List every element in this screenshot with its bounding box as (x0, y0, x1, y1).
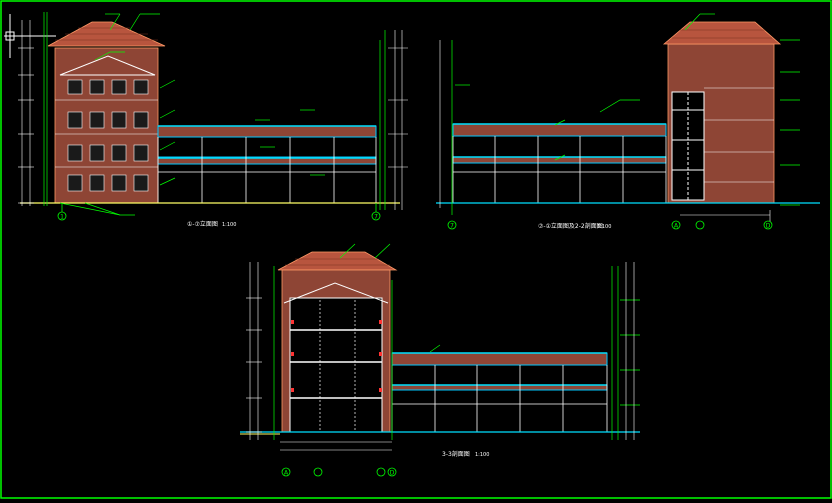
side-elevation-grid-7: 7 (450, 223, 454, 230)
side-elevation-grid-d: D (766, 223, 771, 230)
front-elevation: 1 7 ①-⑦立面图 1:100 (18, 12, 408, 228)
front-elevation-scale: 1:100 (222, 222, 236, 228)
front-elevation-caption: ①-⑦立面图 (187, 220, 218, 228)
section-grid-a: A (284, 470, 289, 477)
section-grid-d: D (390, 470, 395, 477)
section-scale: 1:100 (475, 452, 489, 458)
front-elevation-grid-7: 7 (374, 214, 378, 221)
side-elevation-grid-a: A (674, 223, 679, 230)
section-caption: 3-3剖面图 (442, 450, 470, 458)
side-elevation: 7 A D ⑦-①立面图及2-2剖面图 1:100 (436, 13, 820, 230)
side-elevation-caption: ⑦-①立面图及2-2剖面图 (538, 222, 603, 230)
front-elevation-grid-1: 1 (60, 214, 64, 221)
side-elevation-scale: 1:100 (597, 224, 611, 230)
section-3-3: A D 3-3剖面图 1:100 (240, 243, 640, 477)
